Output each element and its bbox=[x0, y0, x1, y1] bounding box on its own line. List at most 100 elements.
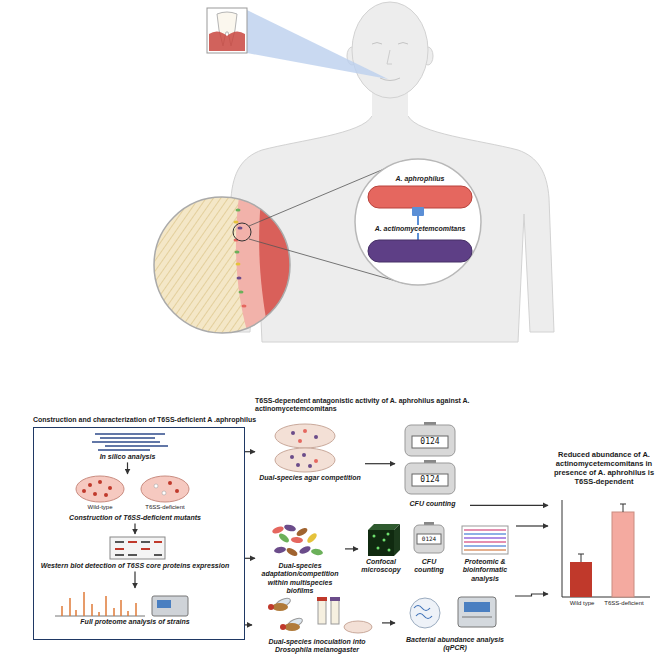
bacteria-inset bbox=[368, 186, 472, 208]
assay-item: Dual-species inoculation into Drosophila… bbox=[252, 594, 382, 656]
caption-text: Dual-species adaptation/competition with… bbox=[255, 562, 345, 596]
assay-item: Proteomic & bioinformatic analysis bbox=[454, 522, 516, 584]
panel-heading: Construction and characterization of T6S… bbox=[33, 416, 265, 424]
multispecies-biofilm bbox=[306, 532, 319, 545]
plate-label: T6SS-deficient bbox=[145, 504, 184, 511]
mass-spectrum bbox=[157, 600, 171, 608]
bar-chart bbox=[620, 504, 626, 512]
agar-plates bbox=[314, 459, 318, 463]
species-label: A. aphrophilus bbox=[396, 175, 445, 183]
gingiva-zoom bbox=[236, 209, 241, 212]
flow-arrow bbox=[245, 624, 252, 625]
flow-arrow bbox=[245, 451, 255, 452]
assay-item: Bacterial abundance analysis (qPCR) bbox=[395, 592, 515, 654]
flow-arrow bbox=[245, 558, 255, 559]
proteomic-heatmap bbox=[464, 549, 506, 551]
in-silico-lines bbox=[105, 445, 168, 447]
drosophila-flies bbox=[284, 623, 300, 631]
caption-text: Western blot detection of T6SS core prot… bbox=[40, 562, 230, 570]
tally-counter bbox=[417, 534, 441, 544]
flow-arrow bbox=[516, 525, 548, 526]
mutant-plates bbox=[154, 484, 158, 488]
western-blot bbox=[115, 541, 124, 543]
mouth-zoom-wedge bbox=[247, 10, 388, 79]
confocal-cube bbox=[377, 547, 380, 550]
proteomic-heatmap bbox=[462, 526, 508, 554]
mutant-plates bbox=[76, 476, 124, 502]
counter-digits: 0124 bbox=[420, 475, 439, 485]
flow-arrow bbox=[470, 505, 548, 506]
agar-plates bbox=[314, 435, 318, 439]
proteomic-heatmap bbox=[462, 526, 508, 554]
qpcr-icons bbox=[414, 606, 432, 619]
caption-text: Confocal microscopy bbox=[358, 558, 404, 575]
mutant-plates bbox=[162, 491, 166, 495]
gingiva-zoom bbox=[154, 190, 300, 340]
agar-plates bbox=[275, 424, 335, 472]
human-silhouette bbox=[372, 43, 408, 45]
proteomic-heatmap bbox=[464, 545, 506, 547]
flow-arrow bbox=[134, 523, 135, 534]
multispecies-biofilm bbox=[283, 524, 296, 533]
tally-counter bbox=[405, 425, 455, 456]
drosophila-flies bbox=[268, 604, 274, 610]
bar-chart bbox=[570, 562, 592, 597]
western-blot bbox=[110, 537, 165, 559]
caption-text: CFU counting bbox=[395, 500, 470, 508]
plate-label: Wild-type bbox=[87, 504, 112, 511]
in-silico-lines bbox=[92, 441, 160, 443]
human-silhouette bbox=[352, 2, 428, 98]
drosophila-flies bbox=[344, 621, 372, 633]
in-silico-lines bbox=[95, 433, 165, 435]
mass-spectrum bbox=[55, 616, 145, 617]
mutant-plates bbox=[175, 489, 179, 493]
agar-plates bbox=[302, 453, 306, 457]
tally-counter bbox=[412, 474, 448, 486]
step-item: Full proteome analysis of strains bbox=[50, 588, 220, 627]
tally-counter bbox=[412, 436, 448, 448]
tally-counter bbox=[414, 522, 444, 553]
gingiva-zoom bbox=[238, 227, 243, 230]
caption-text: Construction of T6SS-deficient mutants bbox=[50, 514, 220, 522]
flow-arrow bbox=[345, 548, 358, 549]
counter-digits: 0124 bbox=[420, 437, 439, 447]
multispecies-biofilm bbox=[274, 546, 287, 554]
multispecies-biofilm bbox=[298, 545, 311, 556]
qpcr-icons bbox=[410, 597, 496, 628]
mouth-zoom-wedge bbox=[247, 10, 388, 79]
human-silhouette bbox=[380, 78, 400, 81]
drosophila-flies bbox=[331, 600, 339, 624]
flow-arrow bbox=[365, 463, 395, 464]
tally-counter bbox=[405, 463, 455, 494]
bacteria-inset bbox=[355, 159, 481, 285]
in-silico-lines bbox=[98, 449, 150, 451]
qpcr-icons bbox=[458, 597, 496, 627]
gingiva-zoom bbox=[233, 223, 251, 241]
confocal-cube bbox=[368, 530, 394, 556]
species-label: A. actinomycetemcomitans bbox=[373, 225, 468, 233]
flow-arrow bbox=[382, 622, 395, 623]
axis-label: Wild type bbox=[565, 600, 599, 607]
section-heading: T6SS-dependent antagonistic activity of … bbox=[255, 397, 545, 414]
assay-item: Dual-species agar competition bbox=[255, 420, 365, 483]
mutant-plates bbox=[76, 476, 189, 502]
agar-plates bbox=[291, 431, 295, 435]
western-blot bbox=[128, 554, 137, 556]
in-silico-lines bbox=[92, 434, 168, 450]
caption-text: Full proteome analysis of strains bbox=[50, 618, 220, 626]
mutant-plates bbox=[141, 476, 189, 502]
proteomic-heatmap bbox=[464, 533, 506, 535]
mutant-plates bbox=[168, 481, 172, 485]
proteomic-heatmap bbox=[464, 541, 506, 543]
mutant-plates bbox=[88, 483, 92, 487]
agar-plates bbox=[275, 424, 335, 448]
western-blot bbox=[141, 548, 150, 550]
bar-chart bbox=[562, 500, 650, 597]
drosophila-flies bbox=[317, 597, 327, 601]
proteomic-heatmap bbox=[464, 537, 506, 539]
western-blot bbox=[110, 537, 165, 559]
human-silhouette bbox=[387, 50, 392, 64]
drosophila-flies bbox=[272, 603, 288, 611]
mass-spectrum bbox=[152, 596, 188, 616]
